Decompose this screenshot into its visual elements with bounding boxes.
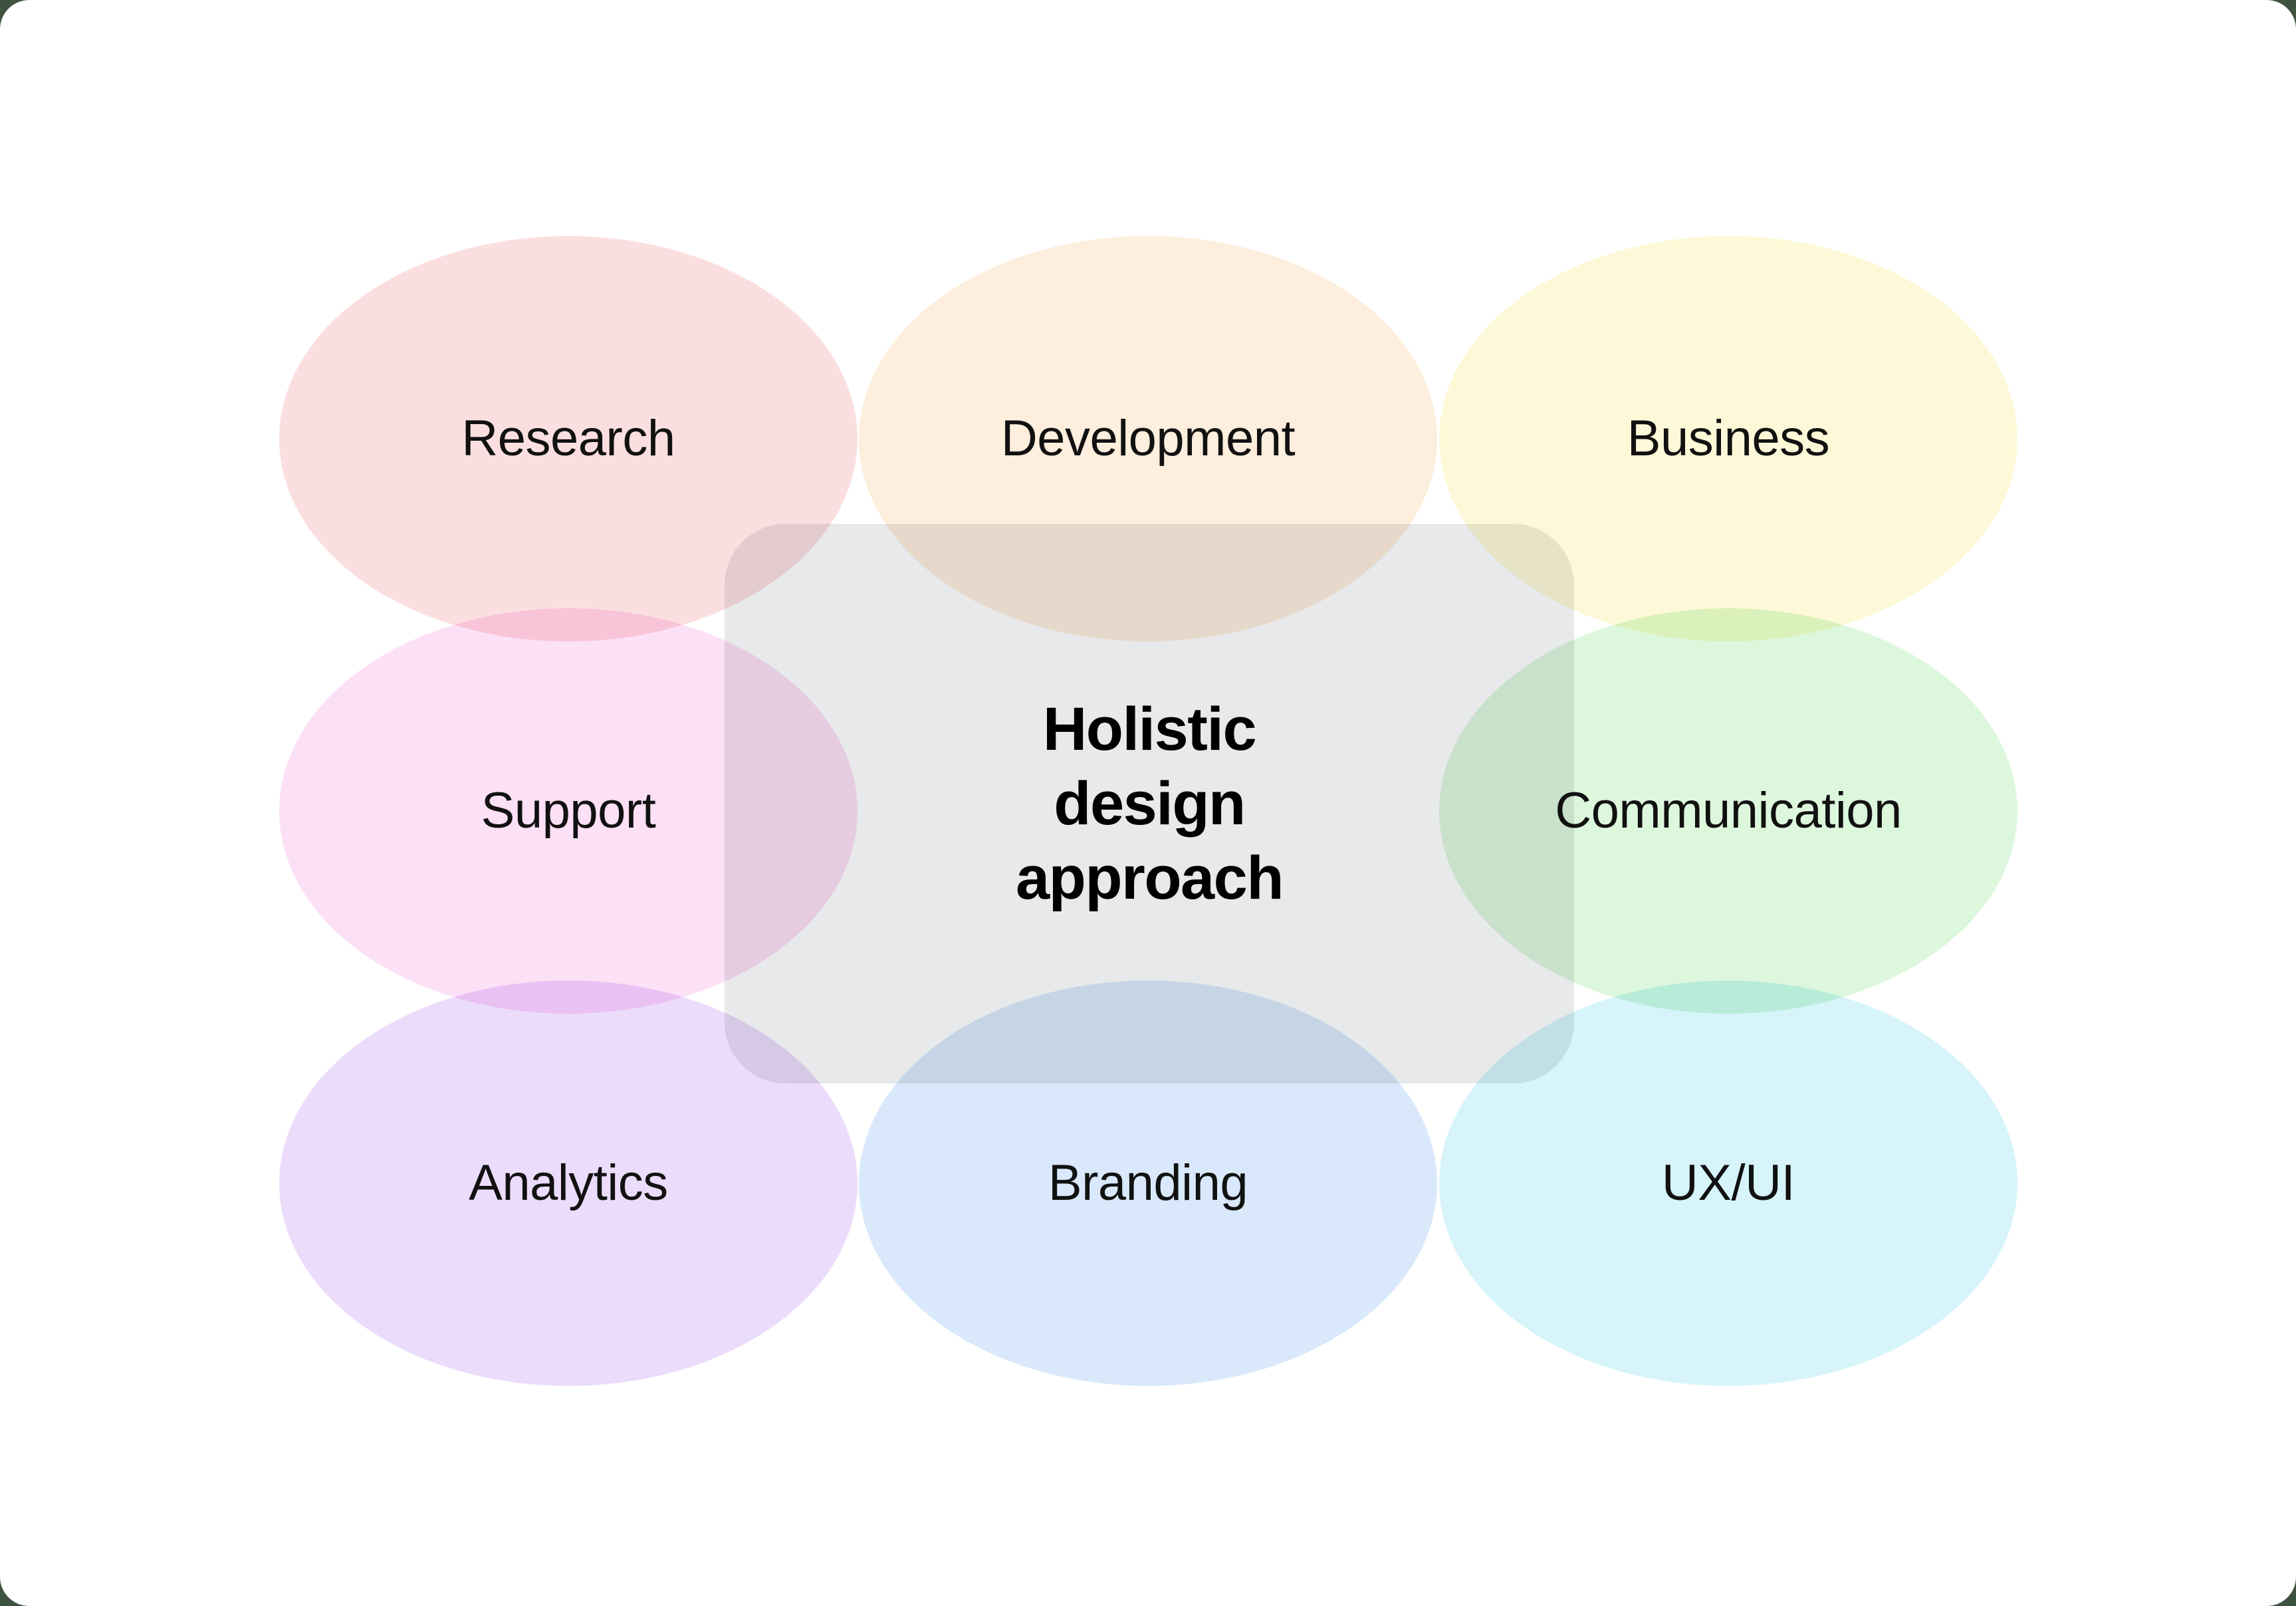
venn-bubble-label: Branding: [1048, 1155, 1248, 1211]
venn-bubble-research[interactable]: Research: [279, 236, 858, 641]
venn-bubble-label: Business: [1627, 410, 1830, 467]
venn-bubble-label: Communication: [1555, 782, 1902, 839]
center-concept-line: approach: [1015, 844, 1284, 913]
center-concept-line: Holistic: [1042, 695, 1257, 763]
venn-bubble-label: Support: [481, 782, 656, 839]
venn-bubble-label: Analytics: [469, 1155, 668, 1211]
venn-bubble-label: UX/UI: [1661, 1155, 1795, 1211]
venn-bubble-label: Research: [461, 410, 675, 467]
center-concept-line: design: [1054, 769, 1246, 838]
venn-bubble-label: Development: [1000, 410, 1296, 467]
